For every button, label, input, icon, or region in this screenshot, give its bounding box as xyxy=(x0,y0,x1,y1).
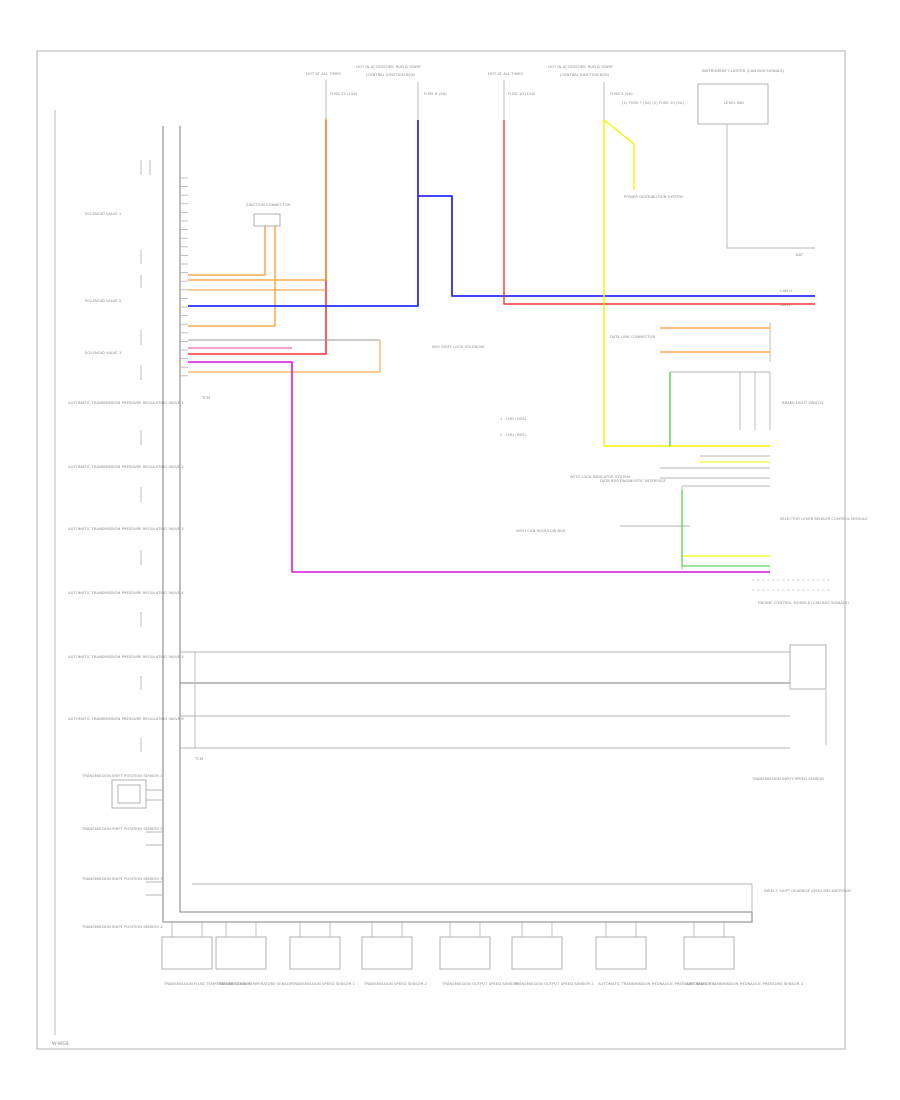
diagram-legend: 1 - LHD (USA) 2 - LHD (INTL) xyxy=(500,416,527,437)
colored-wires xyxy=(188,118,815,573)
wire-red-fuse10 xyxy=(503,120,815,305)
power-source-label: HOT AT ALL TIMES xyxy=(488,71,523,76)
left-label-solenoid-valve-2: SOLENOID VALVE 2 xyxy=(85,298,122,303)
wire-red-fuse22 xyxy=(188,120,327,355)
left-label-shift-sensor-2: TRANSMISSION SHIFT POSITION SENSOR 2 xyxy=(81,826,163,831)
bottom-sensor-box xyxy=(289,936,341,970)
right-label-trans-speed: TRANSMISSION INPUT SPEED SENSOR xyxy=(751,776,824,781)
left-label-pc-valve-4: AUTOMATIC TRANSMISSION PRESSURE REGULATI… xyxy=(68,590,184,595)
bottom-sensor-label: TRANSMISSION FLUID TEMPERATURE SENSOR xyxy=(163,981,251,986)
sensor-bus-wires: TCM xyxy=(180,651,790,761)
legend-item-2: 2 - LHD (INTL) xyxy=(500,432,527,437)
fuse-label: FUSE 8 (5A) xyxy=(424,91,447,96)
can-h-label: CAN H xyxy=(780,288,792,293)
left-label-pc-valve-3: AUTOMATIC TRANSMISSION PRESSURE REGULATI… xyxy=(68,526,184,531)
right-label-dlc: DATA LINK CONNECTOR xyxy=(610,334,655,339)
wire-blue-can-h xyxy=(418,195,815,297)
fuse-label: FUSE 10 (10A) xyxy=(508,91,536,96)
power-distribution-label: POWER DISTRIBUTION SYSTEM xyxy=(624,194,683,199)
wire-blue-fuse8 xyxy=(188,120,419,307)
power-source-hot-at-all-times-1: HOT AT ALL TIMES FUSE 22 (15A) xyxy=(306,71,358,120)
fuse-label: FUSE 3 (5A) xyxy=(610,91,633,96)
bottom-components: TRANSMISSION FLUID TEMPERATURE SENSORTRA… xyxy=(161,922,804,986)
bottom-sensor-label: AUTOMATIC TRANSMISSION HYDRAULIC PRESSUR… xyxy=(686,981,804,986)
right-component-labels: DATA LINK CONNECTOR BRAKE LIGHT SWITCH D… xyxy=(432,288,868,893)
bottom-sensor-label: TRANSMISSION SPEED SENSOR 1 xyxy=(291,981,356,986)
left-label-solenoid-valve-1: SOLENOID VALVE 1 xyxy=(85,211,122,216)
bottom-sensor-label: TRANSMISSION OUTPUT SPEED SENSOR xyxy=(441,981,518,986)
left-label-shift-sensor-1: TRANSMISSION SHIFT POSITION SENSOR 1 xyxy=(81,773,163,778)
power-source-sublabel: (CENTRAL JUNCTION BOX) xyxy=(366,72,416,77)
bottom-sensor-box xyxy=(161,936,213,970)
fuse-label: FUSE 22 (15A) xyxy=(330,91,358,96)
right-label-data-bus: DATA BUS DIAGNOSTIC INTERFACE xyxy=(600,478,666,483)
right-label-selector-lever: SELECTOR LEVER SENSOR CONTROL MODULE xyxy=(780,516,868,521)
left-component-marks xyxy=(111,160,163,896)
wire-magenta xyxy=(188,361,770,573)
tcm-pin-block-label: TCM xyxy=(201,395,210,400)
shift-lock-label: W/O SHIFT LOCK SOLENOID xyxy=(432,344,484,349)
bottom-sensor-label: TRANSMISSION TEMPERATURE SENSOR xyxy=(217,981,293,986)
bottom-sensor-box xyxy=(511,936,563,970)
wire-orange-5 xyxy=(188,340,381,373)
left-label-shift-sensor-3: TRANSMISSION SHIFT POSITION SENSOR 3 xyxy=(81,876,163,881)
wire-orange-3 xyxy=(188,226,276,327)
power-source-hot-at-all-times-2: HOT AT ALL TIMES FUSE 10 (10A) xyxy=(488,71,536,120)
wire-orange-1 xyxy=(188,118,327,281)
power-source-label: HOT AT ALL TIMES xyxy=(306,71,341,76)
right-label-engine-control: ENGINE CONTROL MODULE (CAN BUS SIGNALS) xyxy=(758,600,849,605)
left-label-pc-valve-1: AUTOMATIC TRANSMISSION PRESSURE REGULATI… xyxy=(68,400,184,405)
right-label-brake-switch: BRAKE LIGHT SWITCH xyxy=(782,400,823,405)
power-source-sublabel: (CENTRAL JUNCTION BOX) xyxy=(560,72,610,77)
footer-code: W-WG4 xyxy=(52,1041,69,1047)
power-source-label: HOT IN ACCESSORY, RUN & START xyxy=(548,64,614,69)
bottom-sensor-label: AUTOMATIC TRANSMISSION HYDRAULIC PRESSUR… xyxy=(598,981,716,986)
fuse-note: (1) FUSE 7 (5A) (2) FUSE 10 (5A) xyxy=(622,100,684,105)
power-source-hot-in-run-2: HOT IN ACCESSORY, RUN & START (CENTRAL J… xyxy=(548,64,684,120)
power-source-sublabel: LEVEL IND xyxy=(724,100,744,105)
bat-label: BAT xyxy=(796,252,804,257)
right-label-direct-shift: DIRECT SHIFT GEARBOX (DSG) MECHATRONIC xyxy=(764,888,852,893)
bottom-sensor-box xyxy=(439,936,491,970)
bottom-sensor-label: TRANSMISSION OUTPUT SPEED SENSOR 2 xyxy=(513,981,594,986)
left-label-shift-sensor-4: TRANSMISSION SHIFT POSITION SENSOR 4 xyxy=(81,924,163,929)
left-label-pc-valve-6: AUTOMATIC TRANSMISSION PRESSURE REGULATI… xyxy=(68,716,184,721)
at-lock-indicator-label: W/TO LOCK INDICATOR SYSTEM xyxy=(570,474,630,479)
legend-item-1: 1 - LHD (USA) xyxy=(500,416,527,421)
bottom-sensor-label: TRANSMISSION SPEED SENSOR 2 xyxy=(363,981,428,986)
diagram-frame xyxy=(36,50,846,1050)
right-side-components xyxy=(620,322,830,745)
bottom-sensor-box xyxy=(683,936,735,970)
wire-yellow-2 xyxy=(603,119,635,190)
wire-green-2 xyxy=(681,490,770,567)
left-label-solenoid-valve-3: SOLENOID VALVE 3 xyxy=(85,350,122,355)
wire-orange-2 xyxy=(188,226,266,276)
junction-label: JUNCTION CONNECTOR xyxy=(245,202,291,207)
power-source-hot-in-run-1: HOT IN ACCESSORY, RUN & START (CENTRAL J… xyxy=(356,64,447,120)
bottom-sensor-box xyxy=(595,936,647,970)
junction-connector: JUNCTION CONNECTOR xyxy=(245,202,291,227)
power-source-label: INSTRUMENT CLUSTER (CAN BUS SIGNALS) xyxy=(702,68,785,73)
left-component-labels: SOLENOID VALVE 1 SOLENOID VALVE 2 SOLENO… xyxy=(68,211,184,929)
left-label-pc-valve-5: AUTOMATIC TRANSMISSION PRESSURE REGULATI… xyxy=(68,654,184,659)
bottom-sensor-box xyxy=(215,936,267,970)
tcm-pin-block: TCM xyxy=(180,177,210,400)
power-source-instrument-cluster: INSTRUMENT CLUSTER (CAN BUS SIGNALS) LEV… xyxy=(697,68,815,249)
wire-yellow-1 xyxy=(603,120,770,447)
power-source-label: HOT IN ACCESSORY, RUN & START xyxy=(356,64,422,69)
lower-pin-block-label: TCM xyxy=(194,756,203,761)
bottom-sensor-box xyxy=(361,936,413,970)
tcm-body xyxy=(54,110,753,1035)
right-label-can-high-low: WITH CAN HIGH/LOW BUS xyxy=(516,528,566,533)
left-label-pc-valve-2: AUTOMATIC TRANSMISSION PRESSURE REGULATI… xyxy=(68,464,184,469)
